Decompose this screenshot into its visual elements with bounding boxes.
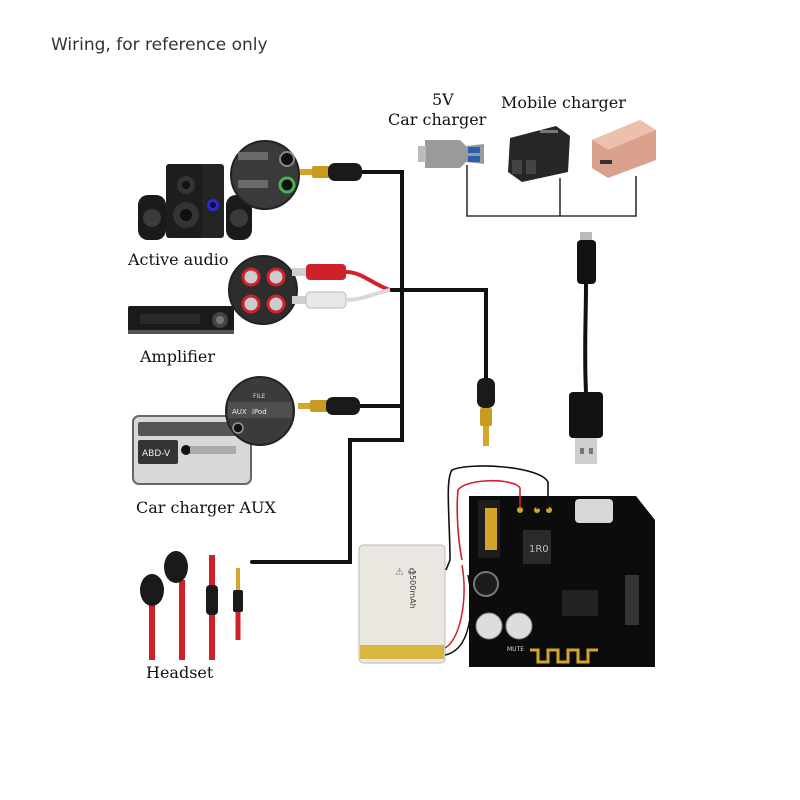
rca-cable-icon <box>292 264 391 309</box>
car-charger-icon <box>418 140 484 168</box>
lipo-battery-icon: 1500mAh ⚠ ♻ <box>358 544 446 664</box>
label-car-charger-aux: Car charger AUX <box>136 498 276 517</box>
label-5v: 5V <box>432 90 454 109</box>
power-bus <box>466 165 637 217</box>
label-amplifier: Amplifier <box>140 347 215 366</box>
amplifier-image <box>128 306 234 334</box>
ipod-text: iPod <box>252 408 267 416</box>
chip-label-text: 1R0 <box>529 544 549 555</box>
car-stereo-image: ABD-V <box>132 415 252 485</box>
page-title: Wiring, for reference only <box>51 35 268 55</box>
wall-charger-icon <box>508 126 570 182</box>
label-car-charger: Car charger <box>388 110 487 129</box>
file-text: FILE <box>253 393 266 400</box>
label-mobile-charger: Mobile charger <box>501 93 626 112</box>
speaker-system-image <box>138 164 252 240</box>
bluetooth-board-icon: 1R0 MUTE <box>469 496 655 667</box>
mute-text: MUTE <box>507 646 524 653</box>
usb-cable-icon <box>569 232 603 464</box>
aux-text: AUX <box>232 408 247 416</box>
stereo-aux-zoom-icon: FILE AUX iPod <box>225 376 295 446</box>
svg-text:ABD-V: ABD-V <box>142 449 171 459</box>
wiring-lines <box>250 170 488 564</box>
aux-plug-icon-2 <box>298 397 360 415</box>
board-power-wires <box>445 465 549 571</box>
label-active-audio: Active audio <box>128 250 229 269</box>
aux-plug-icon-1 <box>300 163 362 181</box>
power-bank-icon <box>592 120 656 178</box>
speaker-jack-zoom-icon <box>230 140 300 210</box>
svg-text:⚠ ♻: ⚠ ♻ <box>395 567 416 578</box>
headset-image <box>140 551 243 660</box>
battery-capacity-text: 1500mAh <box>408 570 417 609</box>
battery-wires <box>444 564 472 656</box>
label-headset: Headset <box>146 663 214 682</box>
board-aux-plug-icon <box>477 378 495 446</box>
rca-jack-zoom-icon <box>228 255 298 325</box>
